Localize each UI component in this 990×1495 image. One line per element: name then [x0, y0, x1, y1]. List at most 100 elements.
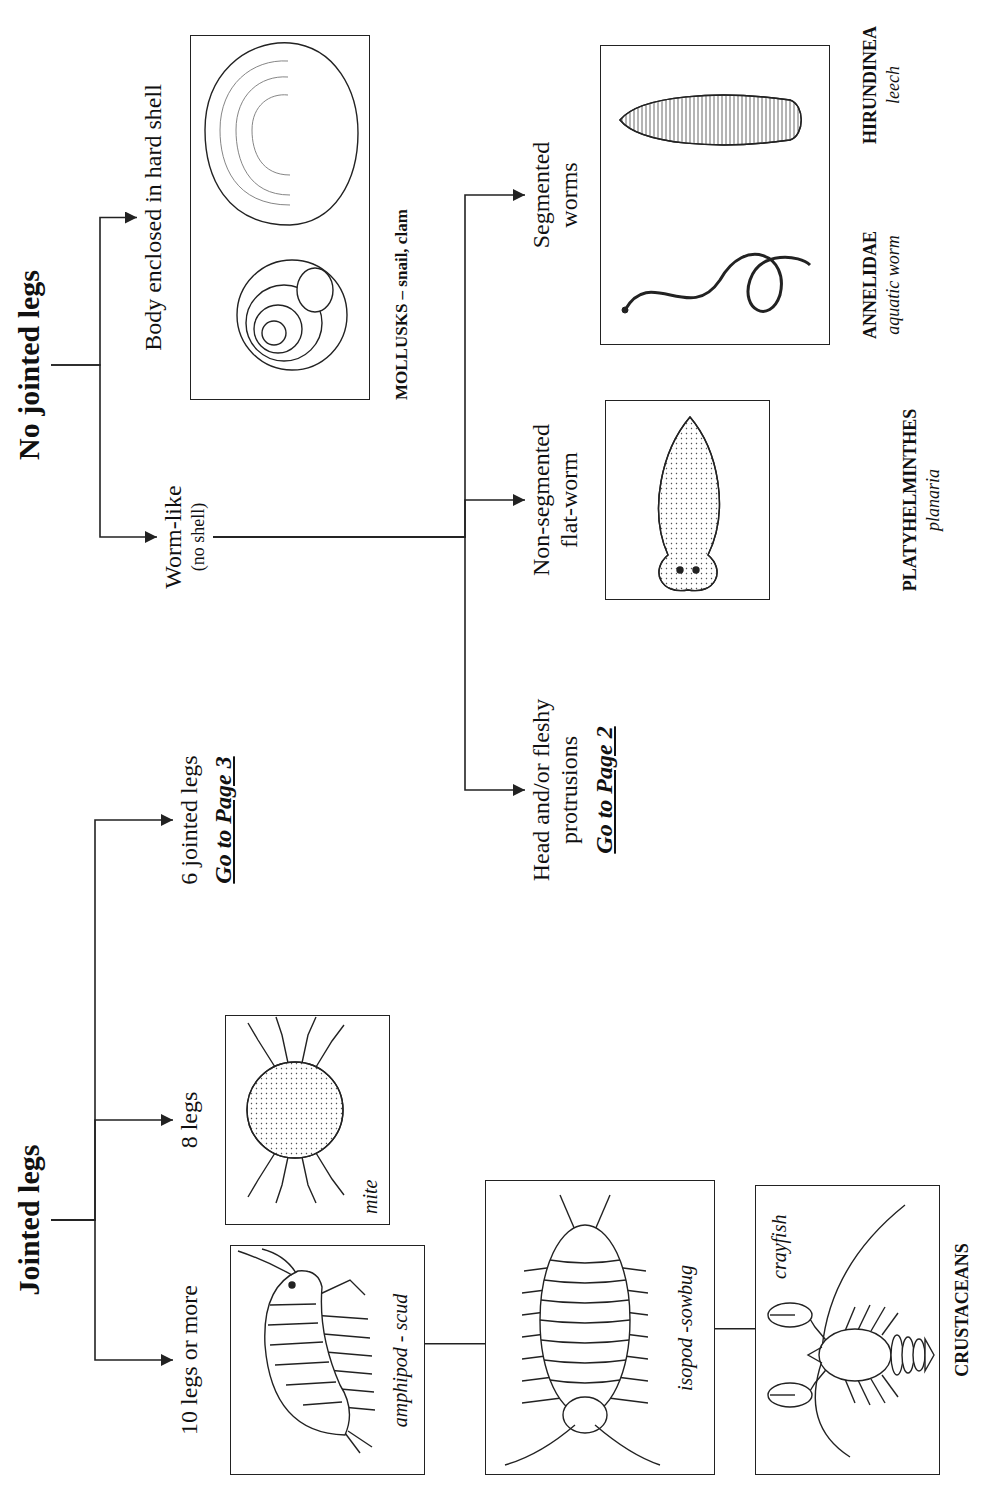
scud-drawing-part — [318, 1280, 365, 1295]
picture-frame: isopod -sowbug — [485, 1180, 715, 1475]
text-slot: Non-segmented flat-worm — [528, 415, 583, 585]
clam-drawing-part — [236, 77, 290, 195]
isopod-drawing-part — [560, 1195, 575, 1230]
isopod-drawing-part — [544, 1360, 626, 1363]
key-text: PLATYHELMINTHES — [900, 375, 921, 625]
mite-drawing-part — [316, 1153, 344, 1195]
key-step: Jointed legs — [12, 1105, 47, 1335]
key-text: (no shell) — [188, 472, 209, 602]
text-slot: aquatic worm — [883, 220, 904, 350]
group-label: CRUSTACEANS — [952, 1210, 973, 1410]
text-slot: Jointed legs — [12, 1105, 47, 1335]
text-slot: Head and/or fleshy protrusions — [528, 660, 583, 920]
scud-drawing-part — [289, 1282, 295, 1288]
key-text: Non-segmented flat-worm — [528, 415, 583, 585]
key-text: 6 jointed legs — [176, 735, 204, 905]
text-slot: MOLLUSKS – snail, clam — [392, 35, 412, 400]
isopod-drawing-part — [540, 1225, 630, 1415]
isopod-drawing-part — [595, 1195, 610, 1230]
planaria-drawing-part — [693, 567, 699, 573]
isopod-drawing-part — [541, 1340, 629, 1343]
planaria-drawing-part — [659, 417, 720, 591]
text-slot: leech — [883, 15, 904, 155]
branch-connector — [715, 1328, 755, 1330]
text-slot: amphipod - scud — [389, 1247, 412, 1474]
crayfish-drawing-part — [871, 1379, 885, 1403]
isopod-drawing-part — [540, 1320, 630, 1323]
planaria-drawing — [659, 417, 720, 591]
key-step: No jointed legs — [12, 245, 47, 485]
branch-connector — [51, 365, 157, 537]
isopod-drawing — [505, 1195, 660, 1465]
text-slot: No jointed legs — [12, 245, 47, 485]
picture-box: mite8 legs — [176, 1015, 390, 1225]
picture-frame — [600, 45, 830, 345]
mite-drawing-part — [302, 1157, 316, 1203]
text-slot: Body enclosed in hard shell — [140, 35, 168, 400]
branch-connector — [51, 1220, 173, 1360]
mite-drawing-part — [276, 1017, 288, 1063]
crayfish-drawing-part — [925, 1339, 934, 1371]
text-slot: Go to Page 2 — [591, 660, 619, 920]
picture-box: Segmented wormsANNELIDAEaquatic wormHIRU… — [528, 45, 904, 345]
crayfish-drawing-part — [770, 1394, 795, 1395]
key-step: 6 jointed legsGo to Page 3 — [176, 735, 238, 905]
clam-drawing-part — [205, 43, 358, 225]
page-link: Go to Page 3 — [210, 735, 238, 905]
aquatic-worm-drawing — [622, 254, 810, 313]
scud-drawing-part — [268, 1323, 318, 1325]
key-text: 10 legs or more — [176, 1245, 204, 1475]
text-slot: mite — [359, 1124, 382, 1214]
isopod-drawing-part — [550, 1260, 620, 1263]
text-slot: ANNELIDAE — [860, 220, 881, 350]
picture-box: Body enclosed in hard shell MOLLUSKS – sn… — [140, 35, 412, 400]
mite-drawing-part — [276, 1157, 288, 1203]
crayfish-drawing-part — [808, 1347, 822, 1363]
key-text: Head and/or fleshy protrusions — [528, 660, 583, 920]
aquatic-worm-drawing-part — [622, 307, 628, 313]
scud-drawing-part — [286, 1382, 336, 1385]
crayfish-drawing-part — [913, 1339, 925, 1371]
mite-drawing-part — [247, 1062, 343, 1158]
text-slot: planaria — [923, 375, 944, 625]
branch-connector — [51, 820, 173, 1220]
organism-name: mite — [359, 1124, 382, 1214]
picture-box: isopod -sowbug — [485, 1180, 715, 1475]
crayfish-drawing-part — [768, 1383, 812, 1407]
crayfish-drawing-part — [858, 1305, 870, 1330]
picture-box: crayfish — [755, 1185, 940, 1475]
text-slot: 6 jointed legs — [176, 735, 204, 905]
branch-connector — [51, 218, 137, 366]
scud-drawing-part — [303, 1402, 342, 1405]
snail-drawing-part — [254, 305, 302, 353]
mite-drawing-part — [316, 1025, 344, 1067]
leech-drawing-part — [620, 95, 801, 145]
clam-drawing-part — [252, 95, 290, 175]
key-step: Head and/or fleshy protrusions Go to Page… — [528, 660, 619, 920]
branch-connector — [51, 1120, 173, 1220]
crayfish-drawing-part — [845, 1379, 855, 1403]
picture-box: Non-segmented flat-wormPLATYHELMINTHESpl… — [528, 400, 944, 600]
branch-connector — [213, 537, 525, 790]
crayfish-drawing-part — [822, 1205, 905, 1349]
key-text: No jointed legs — [12, 245, 47, 485]
organism-name: aquatic worm — [883, 220, 904, 350]
clam-drawing-part — [220, 61, 290, 205]
crayfish-drawing-part — [882, 1375, 898, 1397]
planaria-drawing-part — [659, 417, 720, 591]
text-slot: 10 legs or more — [176, 1245, 204, 1475]
crayfish-drawing-part — [768, 1303, 812, 1327]
text-slot: Segmented worms — [528, 125, 583, 265]
crayfish-drawing-part — [902, 1337, 914, 1373]
organism-name: leech — [883, 15, 904, 155]
clam-drawing — [205, 43, 358, 225]
organism-name: isopod -sowbug — [674, 1182, 697, 1474]
crayfish-drawing-part — [891, 1335, 903, 1375]
group-label-slot: CRUSTACEANS — [952, 1210, 973, 1410]
text-slot: Worm-like — [160, 472, 188, 602]
crayfish-drawing-part — [845, 1307, 855, 1331]
planaria-drawing-part — [677, 567, 683, 573]
crayfish-drawing-part — [858, 1380, 870, 1405]
snail-drawing-part — [297, 268, 333, 312]
